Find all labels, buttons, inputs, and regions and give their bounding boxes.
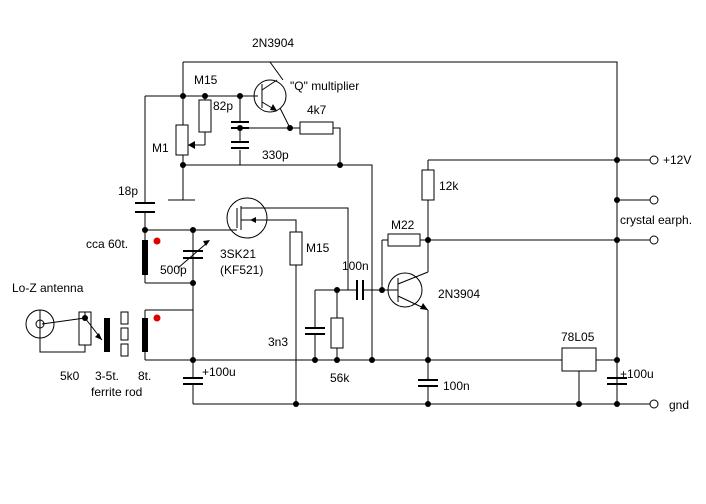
q1-transistor-symbol — [253, 79, 287, 113]
label-r5k0: 5k0 — [60, 369, 80, 383]
wire-ant-top — [41, 317, 86, 325]
label-crystal-earphone: crystal earph. — [620, 213, 692, 227]
label-c100u-right: +100u — [620, 367, 654, 381]
fet-3sk21-symbol — [225, 197, 268, 239]
m22-resistor — [387, 233, 421, 247]
m15-top-resistor — [198, 99, 212, 133]
label-fet: 3SK21 — [220, 247, 256, 261]
c100u-left-capacitor — [183, 377, 203, 385]
label-ferrite-rod: ferrite rod — [91, 385, 142, 399]
label-c3n3: 3n3 — [268, 335, 288, 349]
label-c82p: 82p — [213, 99, 233, 113]
label-antenna: Lo-Z antenna — [12, 281, 84, 295]
regulator-78l05 — [561, 347, 597, 372]
wire-coil-top — [145, 229, 194, 360]
q2-transistor-symbol — [387, 271, 429, 311]
label-r56k: 56k — [330, 371, 350, 385]
label-fet-alt: (KF521) — [220, 263, 263, 277]
label-c18p: 18p — [118, 184, 138, 198]
label-r12k: 12k — [439, 179, 459, 193]
r12k-resistor — [421, 169, 435, 201]
label-c100n-coupling: 100n — [342, 259, 369, 273]
label-coil-60t: cca 60t. — [86, 237, 128, 251]
ferrite-rod — [120, 311, 129, 357]
antenna-connector-icon — [25, 309, 55, 339]
wire-q2-base — [381, 240, 390, 291]
wire-m15-to-82p — [183, 95, 206, 100]
wire-ant-bottom — [39, 310, 86, 353]
m15-mid-resistor — [289, 231, 303, 266]
terminal-earph-a[interactable] — [649, 195, 659, 205]
label-q-multiplier: "Q" multiplier — [290, 79, 359, 93]
c330p-capacitor — [231, 141, 249, 149]
m1-potentiometer — [175, 124, 195, 156]
c100u-right-capacitor — [607, 377, 627, 385]
coil-60t-dot-marker — [153, 237, 161, 245]
wire-q1-collector — [269, 61, 284, 81]
c18p-capacitor — [135, 202, 155, 213]
r5k0-potentiometer — [78, 311, 102, 346]
c100n-bottom-capacitor — [418, 379, 438, 387]
wire-top-rail — [183, 61, 618, 404]
label-m1: M1 — [152, 141, 169, 155]
label-c100n-bottom: 100n — [443, 379, 470, 393]
wire-mid-rail — [180, 164, 373, 360]
label-q1-transistor: 2N3904 — [252, 36, 294, 50]
c3n3-capacitor — [305, 327, 325, 335]
label-r4k7: 4k7 — [307, 103, 327, 117]
junction-dots — [82, 93, 620, 407]
label-c500p: 500p — [160, 263, 187, 277]
wires — [39, 61, 650, 405]
wire-fet-source — [262, 219, 297, 232]
wire-fet-drain — [262, 207, 349, 290]
wire-q1-emitter — [279, 107, 291, 129]
wire-4k7-right — [333, 127, 341, 165]
label-m15-top: M15 — [194, 73, 218, 87]
label-gnd: gnd — [669, 398, 689, 412]
label-m22: M22 — [391, 218, 415, 232]
label-m15-mid: M15 — [306, 241, 330, 255]
c500p-variable-capacitor — [177, 240, 210, 269]
coil-8t-dot-marker — [153, 314, 161, 322]
label-c100u-left: +100u — [202, 365, 236, 379]
wire-left-top — [145, 95, 184, 125]
c100n-coupling-capacitor — [356, 280, 364, 300]
label-78l05: 78L05 — [561, 330, 595, 344]
r4k7-resistor — [299, 121, 334, 135]
terminal-12v[interactable] — [649, 155, 659, 165]
label-coil-8t: 8t. — [138, 369, 151, 383]
label-plus-12v: +12V — [663, 153, 691, 167]
label-c330p: 330p — [262, 148, 289, 162]
r56k-resistor — [330, 317, 344, 349]
terminal-earph-b[interactable] — [649, 235, 659, 245]
label-coil-3-5t: 3-5t. — [95, 369, 119, 383]
terminal-gnd[interactable] — [649, 399, 659, 409]
label-q2-transistor: 2N3904 — [438, 287, 480, 301]
